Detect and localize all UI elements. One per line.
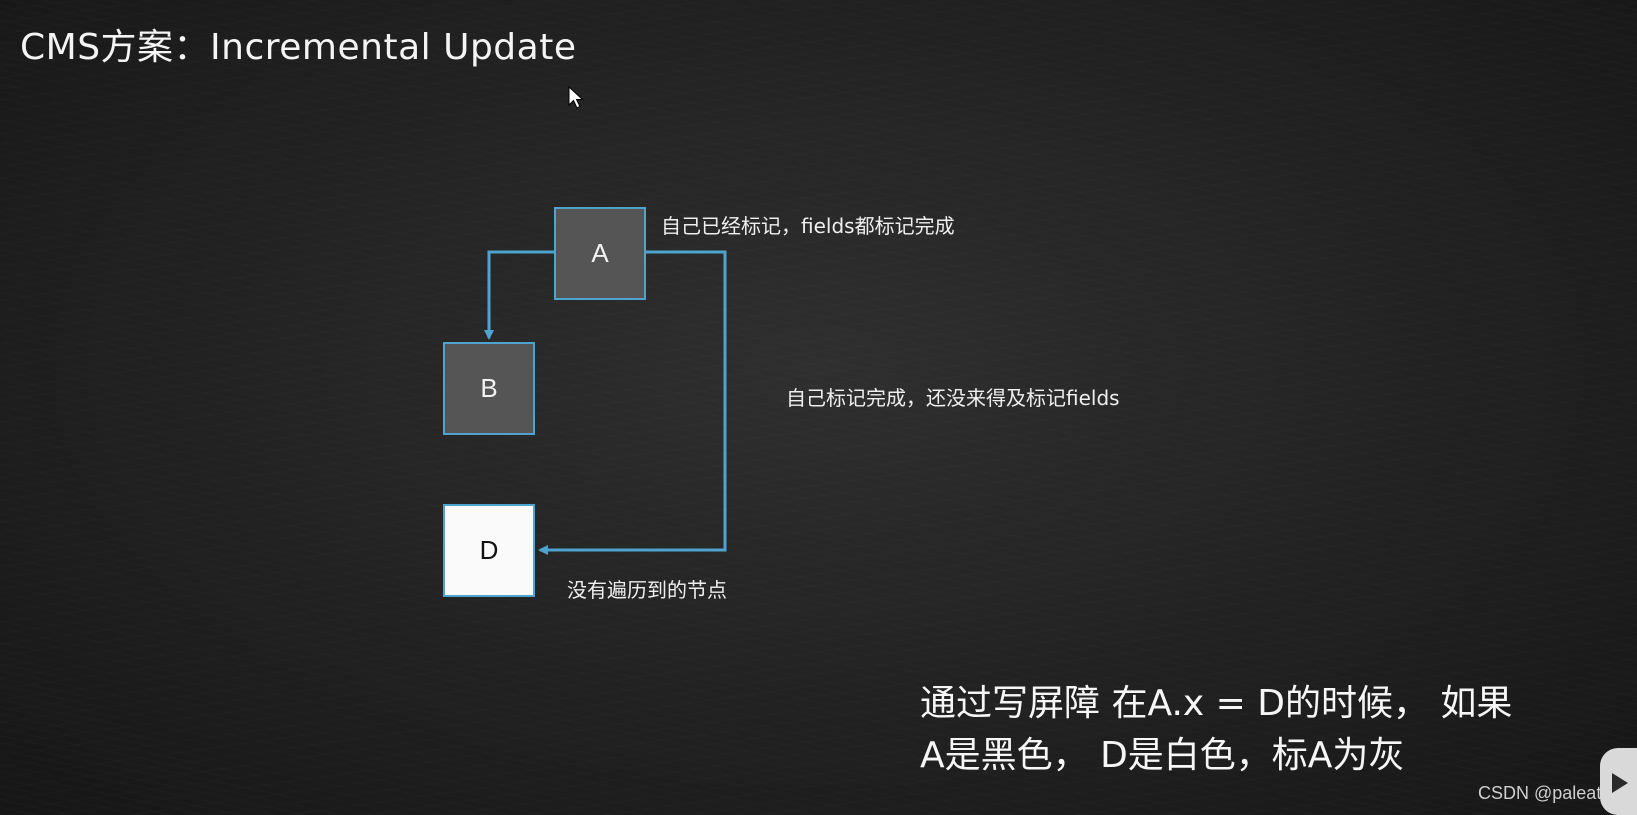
node-a: A — [554, 207, 646, 300]
caption-line-2: A是黑色， D是白色，标A为灰 — [920, 735, 1405, 776]
mouse-cursor-icon — [568, 86, 584, 109]
annotation-node-d: 没有遍历到的节点 — [567, 578, 727, 602]
edge-a-to-b — [484, 250, 554, 340]
csdn-watermark: CSDN @paleatta — [1478, 783, 1617, 803]
slide-title: CMS方案：Incremental Update — [20, 27, 577, 68]
annotation-node-a: 自己已经标记，fields都标记完成 — [661, 214, 955, 238]
node-a-label: A — [591, 238, 609, 268]
node-d-label: D — [479, 535, 499, 565]
caption-line-1: 通过写屏障 在A.x = D的时候， 如果 — [920, 683, 1513, 724]
node-b: B — [443, 342, 535, 435]
play-icon[interactable] — [1600, 748, 1637, 815]
node-b-label: B — [480, 373, 498, 403]
node-d: D — [443, 504, 535, 597]
edge-a-to-d — [538, 250, 727, 555]
write-barrier-caption: 通过写屏障 在A.x = D的时候， 如果 A是黑色， D是白色，标A为灰 — [920, 678, 1512, 782]
annotation-edge-a-d: 自己标记完成，还没来得及标记fields — [786, 386, 1120, 410]
